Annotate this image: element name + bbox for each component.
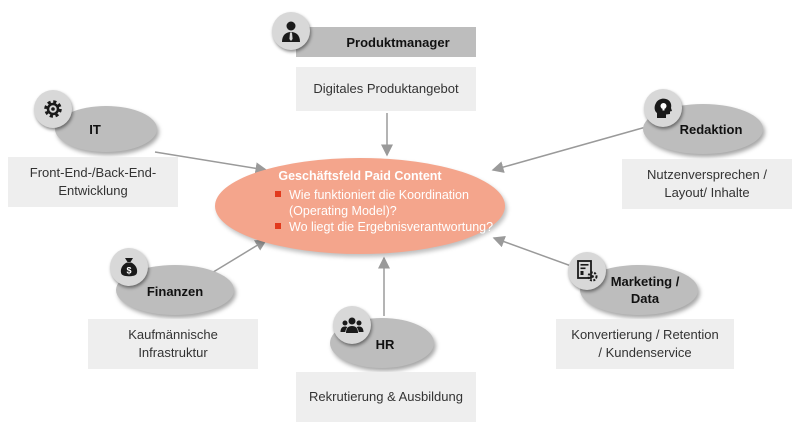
description-hr: Rekrutierung & Ausbildung — [296, 372, 476, 422]
description-it: Front-End-/Back-End-Entwicklung — [8, 157, 178, 207]
center-ellipse: Geschäftsfeld Paid Content Wie funktioni… — [215, 158, 505, 254]
description-marketing: Konvertierung / Retention / Kundenservic… — [556, 319, 734, 369]
description-redaktion-text: Nutzenversprechen / Layout/ Inhalte — [647, 167, 767, 200]
description-produktmanager: Digitales Produktangebot — [296, 67, 476, 111]
role-label-redaktion: Redaktion — [679, 122, 743, 137]
center-bullet-text: Wie funktioniert die Koordination (Opera… — [289, 188, 469, 218]
description-marketing-text: Konvertierung / Retention / Kundenservic… — [571, 327, 719, 360]
head-lightbulb-icon — [644, 89, 682, 127]
center-bullet-item: Wo liegt die Ergebnisverantwortung? — [275, 219, 495, 235]
people-group-icon — [333, 306, 371, 344]
center-bullet-list: Wie funktioniert die Koordination (Opera… — [275, 187, 495, 235]
person-tie-icon — [272, 12, 310, 50]
svg-text:$: $ — [126, 266, 131, 276]
center-title: Geschäftsfeld Paid Content — [278, 169, 442, 183]
arrow-redaktion — [491, 126, 647, 173]
description-finanzen-text: Kaufmännische Infrastruktur — [128, 327, 218, 360]
description-finanzen: Kaufmännische Infrastruktur — [88, 319, 258, 369]
role-label-it: IT — [89, 122, 101, 137]
role-label-hr: HR — [375, 337, 395, 352]
description-it-text: Front-End-/Back-End-Entwicklung — [29, 165, 157, 198]
role-produktmanager — [296, 27, 476, 57]
analytics-document-icon — [568, 252, 606, 290]
center-bullet-text: Wo liegt die Ergebnisverantwortung? — [289, 220, 494, 234]
role-label-marketing-text: Marketing / Data — [610, 274, 680, 306]
bullet-square-icon — [275, 191, 281, 197]
money-bag-icon: $ — [110, 248, 148, 286]
role-label-finanzen: Finanzen — [146, 284, 204, 299]
center-bullet-item: Wie funktioniert die Koordination (Opera… — [275, 187, 495, 219]
bullet-square-icon — [275, 223, 281, 229]
role-it — [55, 106, 157, 152]
arrow-finanzen — [209, 239, 268, 275]
role-label-marketing: Marketing / Data — [600, 273, 690, 307]
description-redaktion: Nutzenversprechen / Layout/ Inhalte — [622, 159, 792, 209]
arrow-it — [154, 151, 268, 175]
gear-icon — [34, 90, 72, 128]
role-label-produktmanager: Produktmanager — [346, 35, 450, 50]
